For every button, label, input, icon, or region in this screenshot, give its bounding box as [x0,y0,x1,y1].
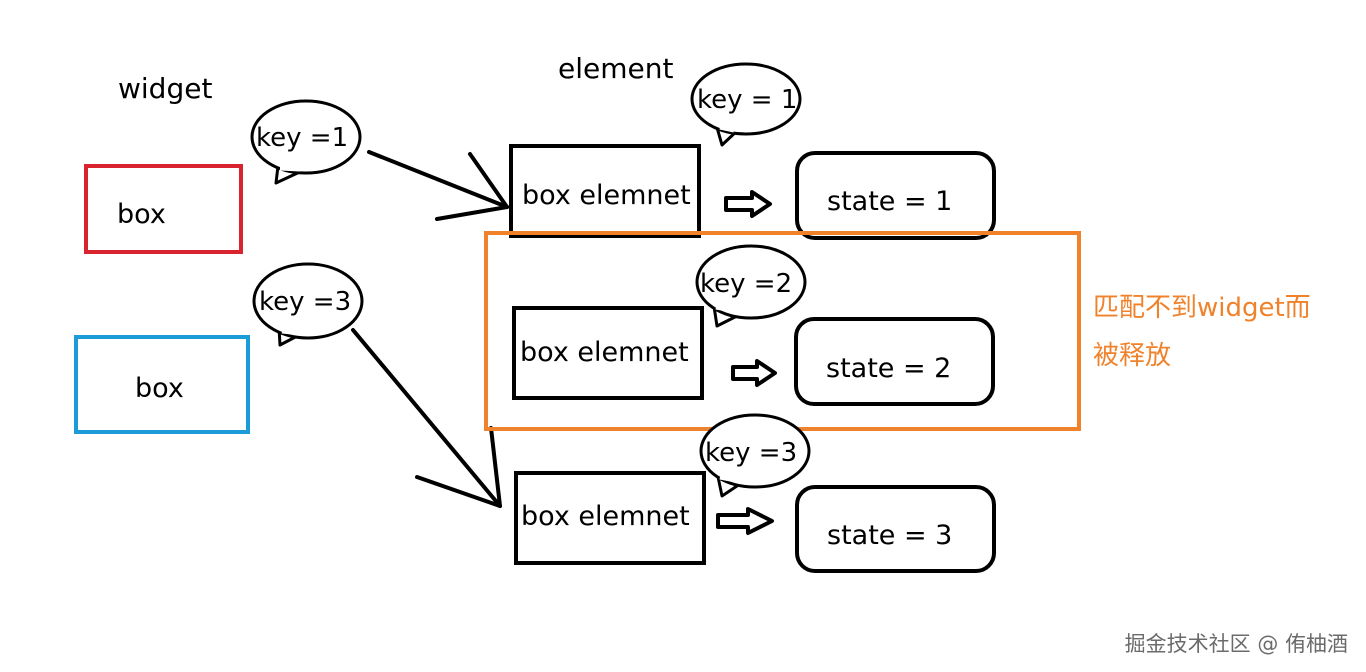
state-box-2-label: state = 2 [826,353,951,384]
element-key-1-text: key = 1 [697,85,797,115]
released-note: 匹配不到widget而 被释放 [1093,284,1353,380]
released-note-line-1: 匹配不到widget而 [1093,293,1311,323]
widget-heading: widget [118,72,212,105]
watermark: 掘金技术社区 @ 侑柚酒 [1124,632,1348,656]
element-key-bubble-1: key = 1 [690,62,802,147]
element-box-2 [512,306,704,400]
element-box-1 [509,144,701,238]
element-key-bubble-3: key =3 [699,413,811,498]
widget-key-bubble-1: key =1 [250,99,362,185]
element-box-3-label: box elemnet [521,501,690,532]
element-box-3 [514,471,706,565]
released-note-line-2: 被释放 [1093,341,1172,371]
widget-box-red-label: box [117,199,166,230]
widget-box-blue [74,335,250,434]
element-to-state-arrow-3 [716,507,774,535]
widget-key-bubble-3: key =3 [252,262,364,347]
state-box-2 [794,317,995,406]
arrow-widget2-to-element3 [351,328,502,508]
state-box-1-label: state = 1 [827,186,952,217]
element-key-3-text: key =3 [705,438,797,468]
element-to-state-arrow-2 [731,359,777,387]
widget-key-1-text: key =1 [256,123,348,153]
widget-key-3-text: key =3 [259,287,351,317]
widget-box-red [84,164,243,254]
state-box-3-label: state = 3 [827,520,952,551]
element-heading: element [558,52,673,85]
state-box-3 [795,485,996,573]
element-box-1-label: box elemnet [522,180,691,211]
element-key-2-text: key =2 [700,269,792,299]
widget-box-blue-label: box [135,373,184,404]
element-key-bubble-2: key =2 [695,244,807,328]
state-box-1 [795,151,996,240]
element-box-2-label: box elemnet [520,337,689,368]
element-to-state-arrow-1 [724,190,772,218]
arrow-widget1-to-element1 [367,150,509,221]
